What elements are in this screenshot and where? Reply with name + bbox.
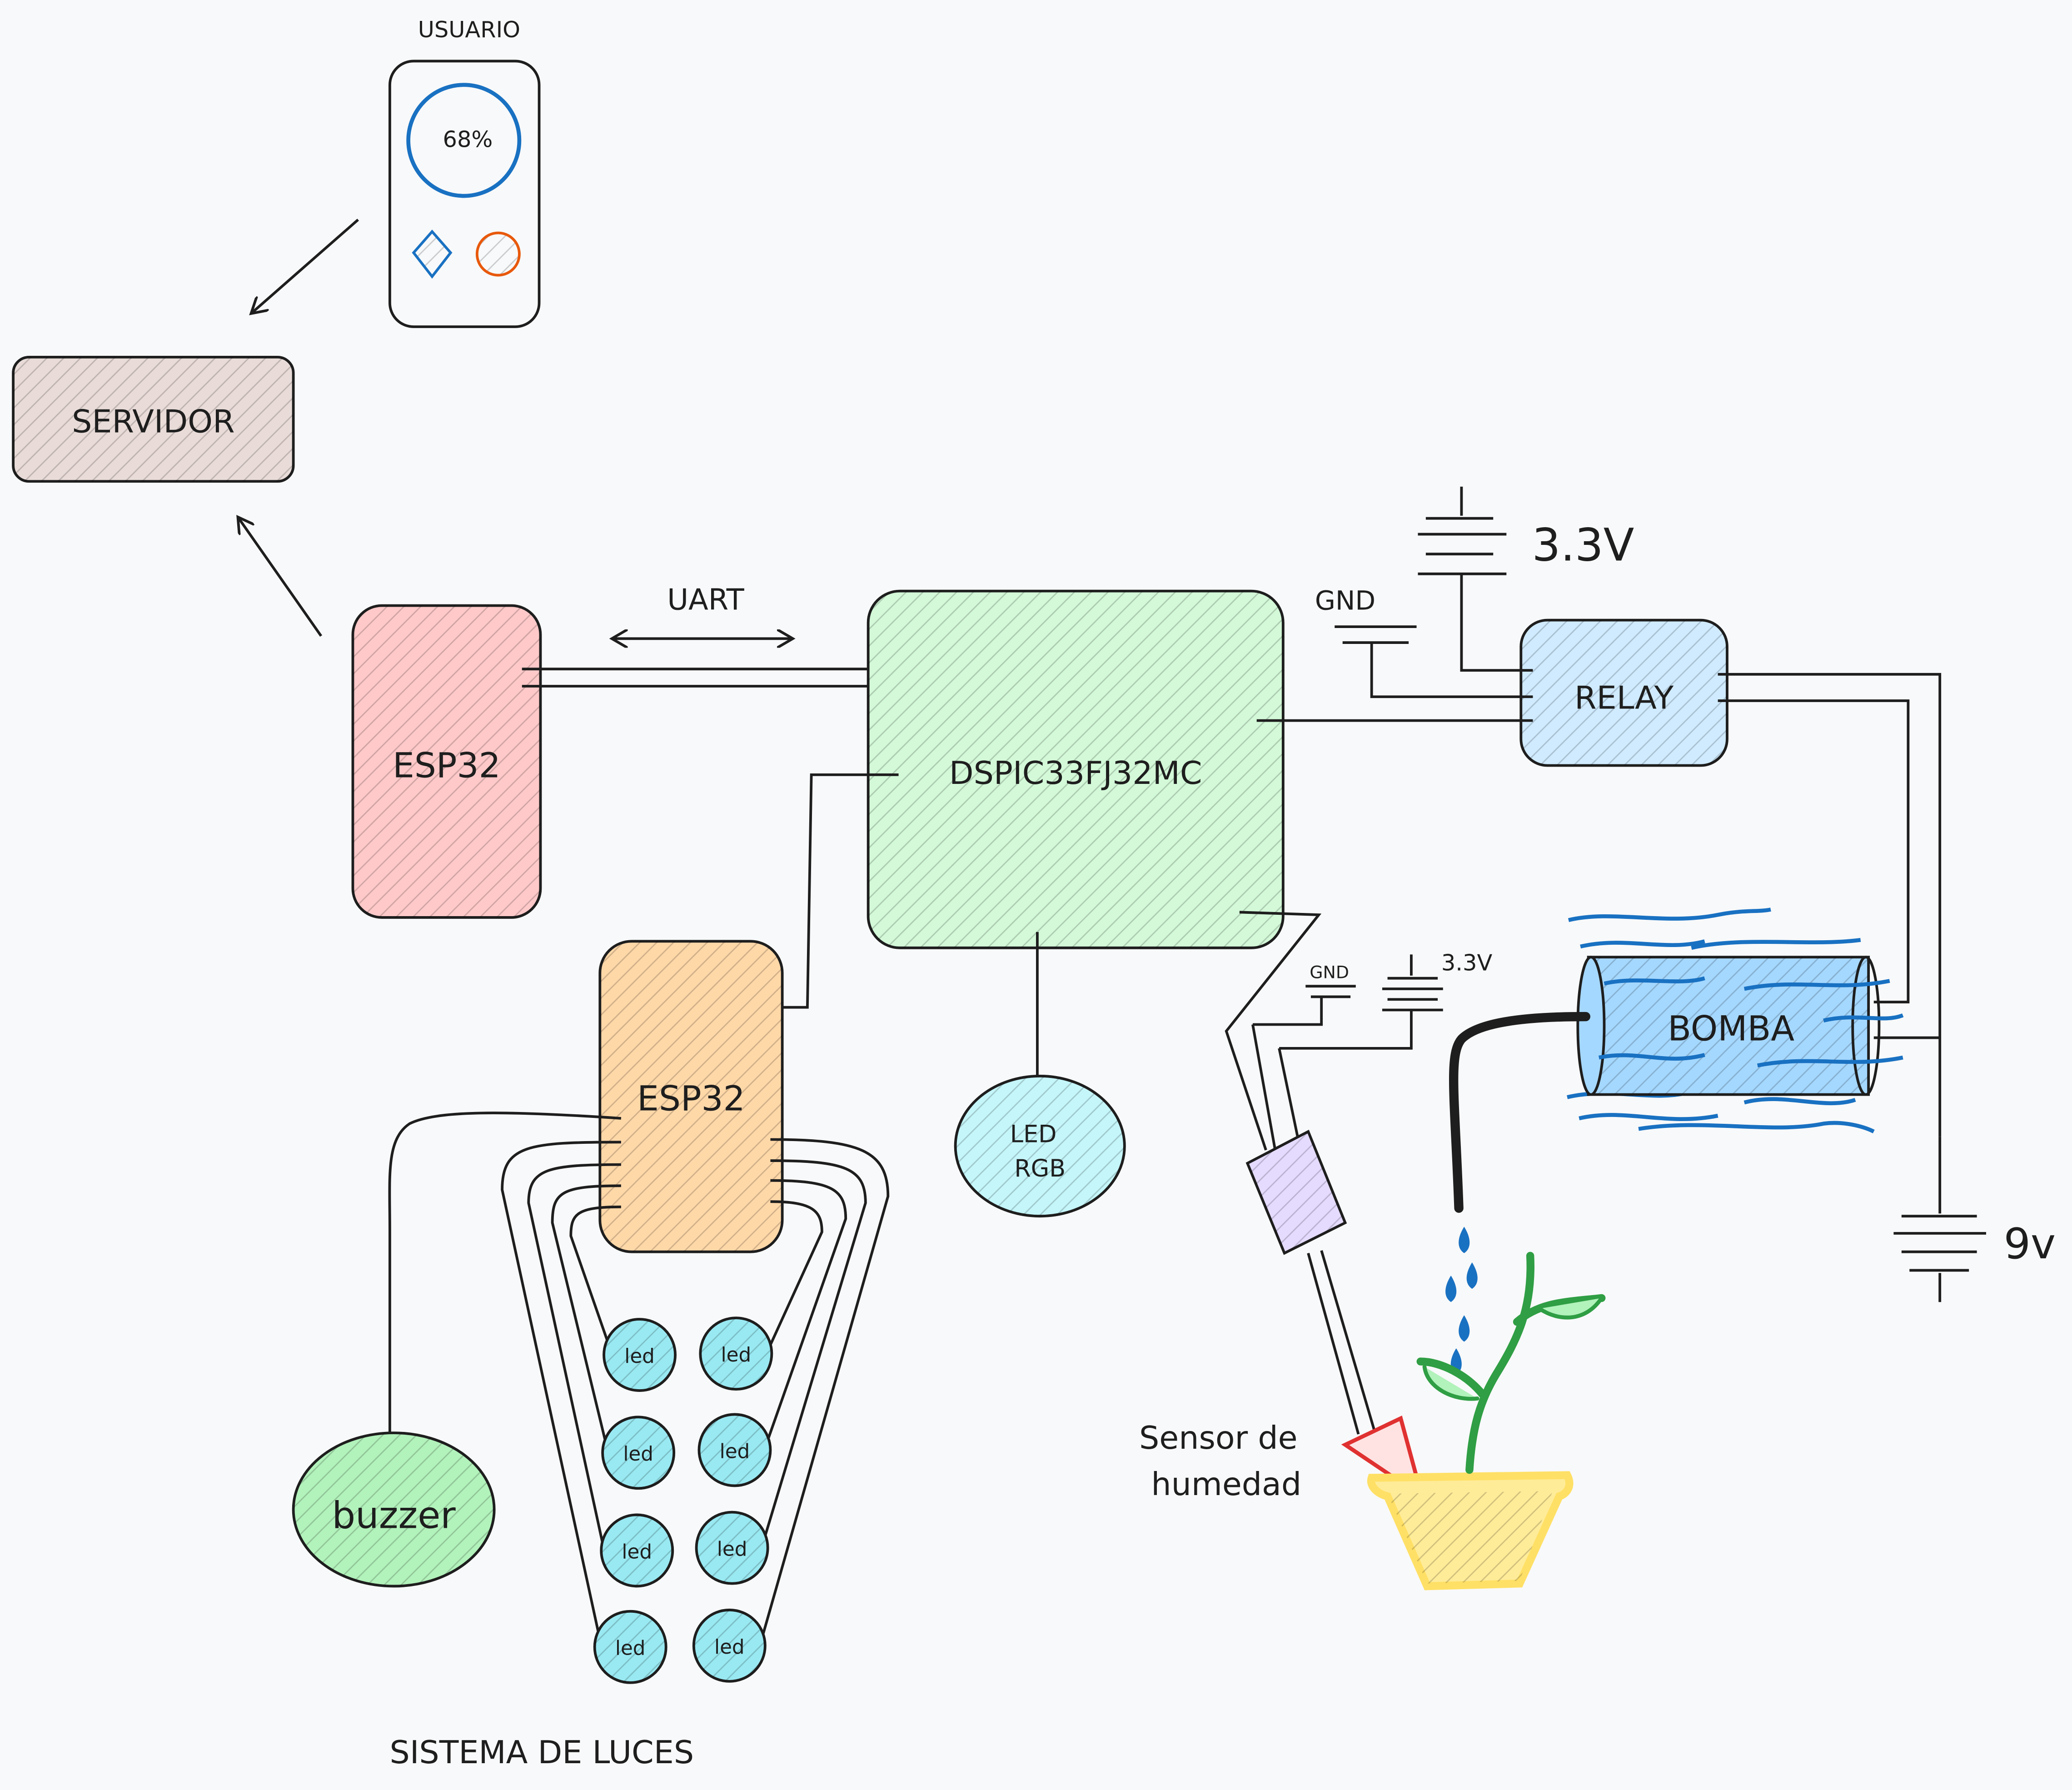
svg-text:led: led xyxy=(720,1440,750,1463)
led-2: led xyxy=(699,1316,773,1391)
water-drop-icon xyxy=(1445,1227,1478,1375)
sistema-luces-label: SISTEMA DE LUCES xyxy=(390,1734,694,1771)
relay-label: RELAY xyxy=(1574,679,1674,716)
gnd-sensor-label: GND xyxy=(1310,962,1349,982)
dspic-to-lights-wire xyxy=(763,773,899,1009)
buzzer: buzzer xyxy=(292,1431,496,1588)
led-rgb-label-1: LED xyxy=(1010,1120,1057,1148)
servidor-label: SERVIDOR xyxy=(72,404,235,440)
plant-icon xyxy=(1416,1252,1606,1474)
gnd-relay-label: GND xyxy=(1315,585,1375,616)
v33-relay-label: 3.3V xyxy=(1532,519,1634,572)
led-rgb-label-2: RGB xyxy=(1014,1155,1066,1182)
buzzer-label: buzzer xyxy=(332,1494,456,1537)
led-6: led xyxy=(695,1511,769,1585)
svg-text:led: led xyxy=(717,1538,747,1561)
sensor-label-2: humedad xyxy=(1151,1466,1301,1503)
esp32-lights-box: ESP32 xyxy=(598,940,784,1253)
dspic-box: DSPIC33FJ32MC xyxy=(867,589,1285,949)
lights-to-buzzer-wire xyxy=(388,1112,622,1435)
dspic-label: DSPIC33FJ32MC xyxy=(949,755,1202,792)
v33-sensor-label: 3.3V xyxy=(1441,949,1493,976)
svg-text:led: led xyxy=(624,1345,655,1368)
phone-percent: 68% xyxy=(443,126,493,152)
gnd-relay-symbol xyxy=(1335,625,1533,698)
usuario-label: USUARIO xyxy=(418,16,520,43)
diamond-icon xyxy=(412,229,453,279)
led-4: led xyxy=(697,1413,772,1487)
v9-label: 9v xyxy=(2004,1219,2056,1268)
led-7: led xyxy=(593,1610,667,1684)
led-array: led led led led led led led led xyxy=(593,1316,773,1684)
relay-box: RELAY xyxy=(1519,618,1728,767)
led-8: led xyxy=(692,1608,767,1683)
circle-icon xyxy=(475,231,521,277)
led-wires xyxy=(501,1138,890,1646)
esp32-lights-label: ESP32 xyxy=(637,1079,745,1119)
esp32-to-server-arrow xyxy=(238,517,323,637)
bomba-label: BOMBA xyxy=(1668,1008,1794,1048)
sensor-wires xyxy=(1225,911,1376,1435)
phone-icon: 68% xyxy=(388,60,541,328)
uart-label: UART xyxy=(667,583,744,617)
bomba: BOMBA xyxy=(1567,907,1904,1133)
pot-icon xyxy=(1367,1471,1574,1591)
svg-text:led: led xyxy=(714,1636,745,1659)
sensor-label-1: Sensor de xyxy=(1139,1420,1298,1456)
svg-text:led: led xyxy=(623,1443,653,1466)
pump-hose xyxy=(1449,1012,1590,1213)
gnd-sensor-symbol xyxy=(1252,985,1356,1026)
led-5: led xyxy=(600,1513,674,1588)
esp32-main-label: ESP32 xyxy=(393,746,501,786)
led-rgb: LED RGB xyxy=(954,1075,1126,1218)
relay-pump-wires xyxy=(1718,673,1942,1137)
svg-text:led: led xyxy=(721,1344,752,1366)
battery-9v-icon xyxy=(1893,1137,1986,1302)
led-3: led xyxy=(601,1416,676,1490)
servidor-box: SERVIDOR xyxy=(12,355,295,483)
battery-sensor-icon xyxy=(1279,954,1443,1050)
svg-text:led: led xyxy=(622,1541,652,1563)
svg-text:led: led xyxy=(615,1637,646,1660)
esp32-main-box: ESP32 xyxy=(351,604,542,919)
phone-to-server-arrow xyxy=(251,219,359,313)
led-1: led xyxy=(603,1318,677,1392)
battery-icon xyxy=(1418,486,1533,672)
